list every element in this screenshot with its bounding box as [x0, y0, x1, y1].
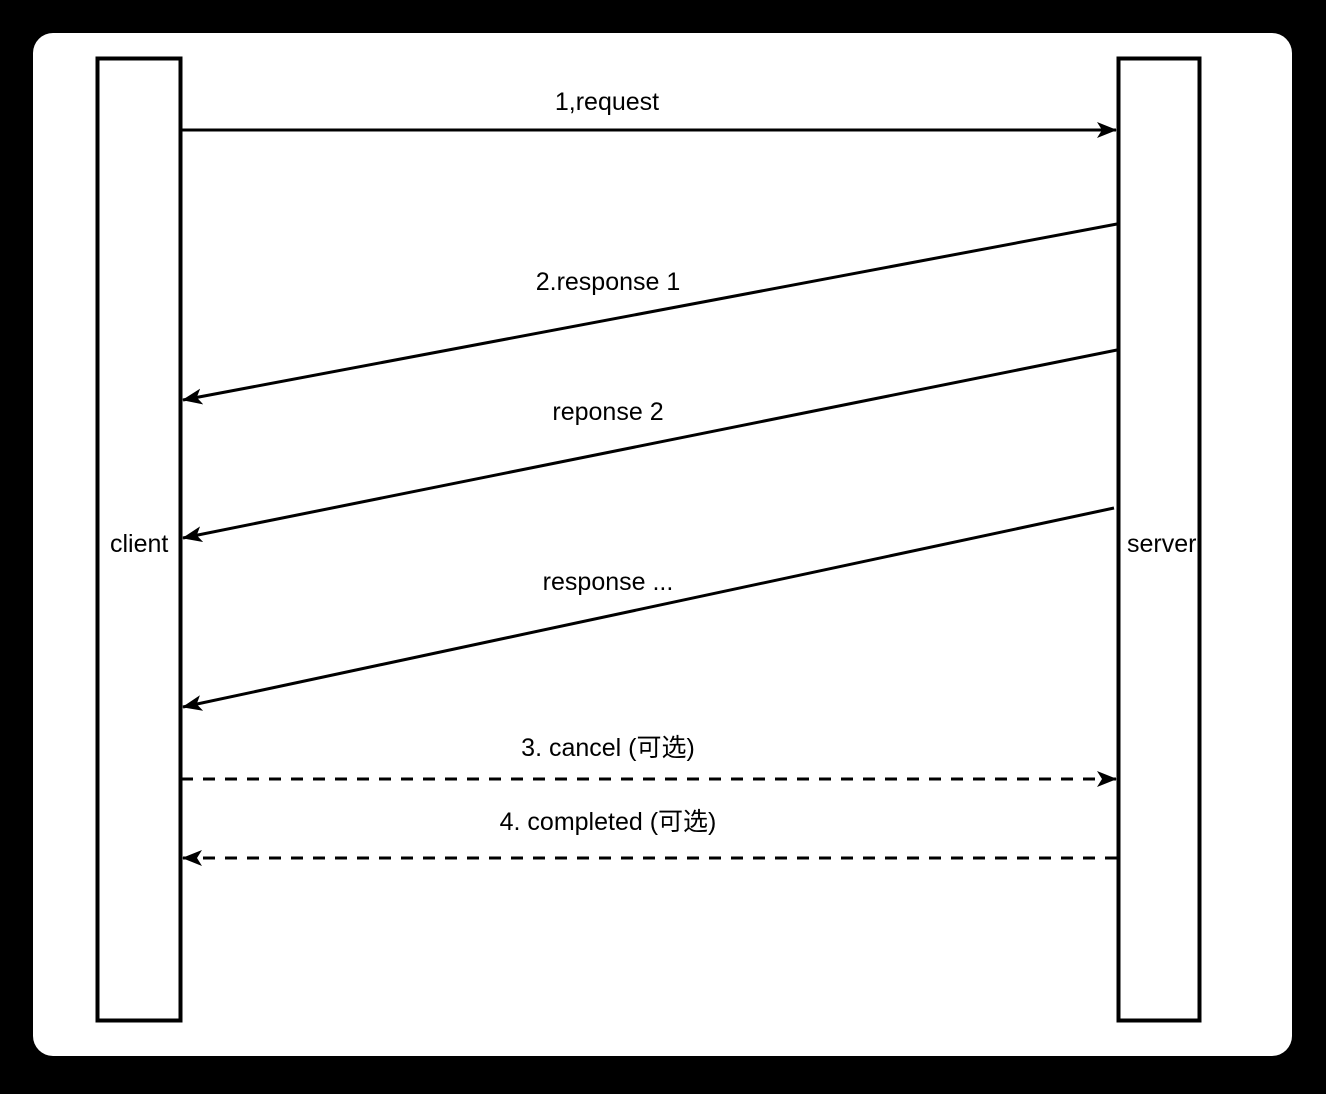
lifeline-bar-client — [95, 56, 183, 1023]
message-label-request: 1,request — [554, 88, 660, 116]
message-label-cancel: 3. cancel (可选) — [521, 734, 695, 762]
message-label-response-1: 2.response 1 — [535, 268, 681, 296]
message-label-response-more: response ... — [542, 568, 674, 596]
message-arrow-response-1 — [182, 222, 1118, 405]
participant-label-server: server — [1127, 530, 1197, 558]
message-arrow-response-more — [182, 506, 1115, 711]
diagram-card — [33, 33, 1292, 1056]
message-arrow-response-2 — [182, 348, 1118, 543]
lifeline-bar-server — [1116, 56, 1202, 1023]
participant-label-client: client — [110, 530, 169, 558]
message-label-completed: 4. completed (可选) — [499, 808, 717, 836]
message-label-response-2: reponse 2 — [552, 398, 664, 426]
